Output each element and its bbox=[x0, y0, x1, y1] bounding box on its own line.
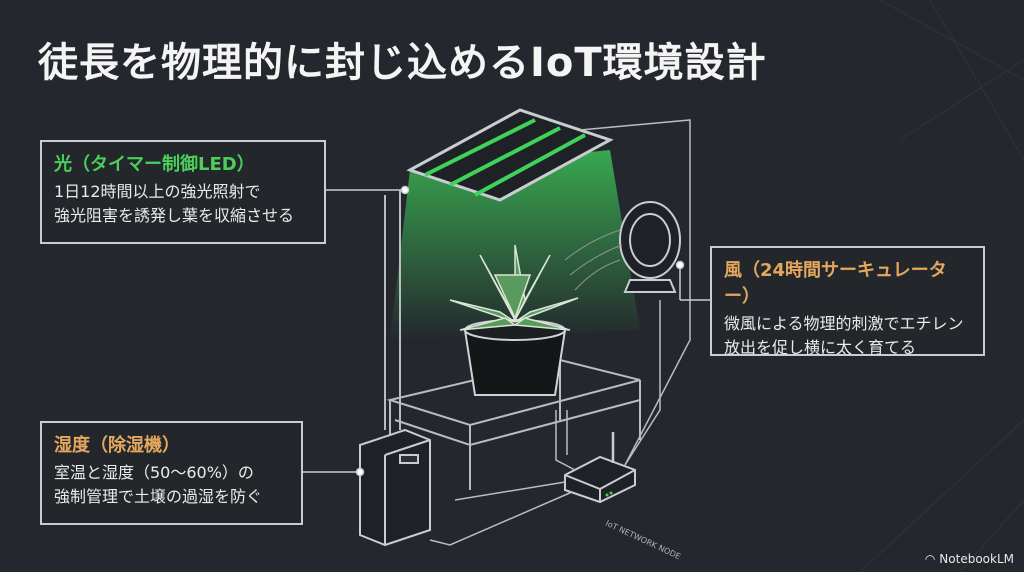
callout-light-heading: 光（タイマー制御LED） bbox=[54, 154, 255, 175]
callout-humidity-line: 室温と湿度（50〜60%）の bbox=[54, 463, 254, 482]
callout-light: 光（タイマー制御LED） 1日12時間以上の強光照射で 強光阻害を誘発し葉を収縮… bbox=[40, 140, 326, 244]
callout-humidity-heading: 湿度（除湿機） bbox=[54, 435, 180, 456]
circulator-fan bbox=[619, 201, 681, 293]
background-geometry bbox=[859, 0, 1024, 572]
page-title: 徒長を物理的に封じ込めるIoT環境設計 bbox=[38, 40, 767, 86]
brand-name: NotebookLM bbox=[939, 552, 1014, 566]
cables bbox=[429, 119, 691, 546]
airflow-lines bbox=[564, 229, 623, 291]
callout-humidity-line: 強制管理で土壌の過湿を防ぐ bbox=[54, 487, 263, 506]
plant-pot bbox=[463, 319, 567, 396]
callout-humidity: 湿度（除湿機） 室温と湿度（50〜60%）の 強制管理で土壌の過湿を防ぐ bbox=[40, 421, 303, 525]
succulent-plant bbox=[449, 244, 579, 331]
callout-wind-line: 微風による物理的刺激でエチレン bbox=[724, 314, 964, 333]
brand-watermark: ◠ NotebookLM bbox=[925, 552, 1014, 566]
iot-router bbox=[564, 432, 636, 504]
router-label: IoT NETWORK NODE bbox=[604, 519, 682, 562]
dehumidifier bbox=[359, 428, 431, 547]
callout-wind-heading: 風（24時間サーキュレーター） bbox=[724, 260, 947, 307]
callout-connectors bbox=[303, 185, 710, 477]
callout-wind-line: 放出を促し横に太く育てる bbox=[724, 338, 917, 357]
grow-light-panel bbox=[406, 108, 614, 202]
callout-wind: 風（24時間サーキュレーター） 微風による物理的刺激でエチレン 放出を促し横に太… bbox=[710, 246, 985, 357]
notebooklm-logo-icon: ◠ bbox=[924, 552, 936, 566]
callout-light-line: 1日12時間以上の強光照射で bbox=[54, 182, 261, 201]
callout-light-line: 強光阻害を誘発し葉を収縮させる bbox=[54, 206, 295, 225]
